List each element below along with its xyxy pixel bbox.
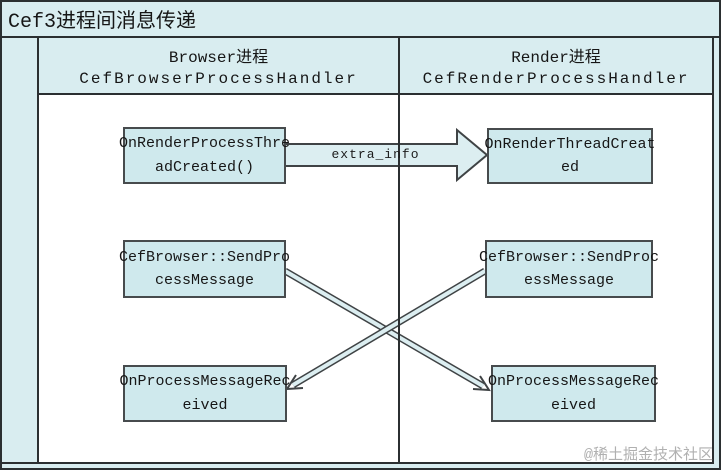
lane-header-browser: Browser进程 CefBrowserProcessHandler <box>39 38 398 93</box>
extra-info-arrow-label: extra_info <box>331 147 420 162</box>
lane-browser-name: Browser进程 <box>168 49 269 67</box>
node-render-on-process-message-received: OnProcessMessageRec eived <box>487 365 660 422</box>
lane-render-name: Render进程 <box>511 49 601 67</box>
node-label: OnProcessMessageRec eived <box>487 373 660 414</box>
arrow-browser-to-render-head <box>472 375 491 392</box>
watermark-text: @稀土掘金技术社区 <box>583 447 713 464</box>
pool-strip <box>2 38 39 462</box>
lane-render-handler: CefRenderProcessHandler <box>422 70 690 88</box>
node-browser-on-render-thread-created: OnRenderProcessThre adCreated() <box>119 127 290 184</box>
lane-browser-handler: CefBrowserProcessHandler <box>79 70 358 88</box>
node-browser-send-process-message: CefBrowser::SendPro cessMessage <box>119 240 290 298</box>
node-render-on-render-thread-created: OnRenderThreadCreat ed <box>484 128 656 184</box>
node-label: CefBrowser::SendPro cessMessage <box>118 248 291 289</box>
node-label: OnRenderThreadCreat ed <box>484 135 656 176</box>
node-label: CefBrowser::SendProc essMessage <box>478 248 660 289</box>
node-label: OnRenderProcessThre adCreated() <box>118 135 291 176</box>
node-browser-on-process-message-received: OnProcessMessageRec eived <box>119 365 291 422</box>
arrow-render-to-browser-fill <box>291 269 487 387</box>
lane-divider-line <box>398 38 400 464</box>
diagram-title: Cef3进程间消息传递 <box>8 11 197 34</box>
arrow-render-to-browser-head <box>285 374 304 391</box>
node-label: OnProcessMessageRec eived <box>119 373 291 414</box>
diagram-title-bar: Cef3进程间消息传递 <box>2 2 719 38</box>
lane-headers: Browser进程 CefBrowserProcessHandler Rende… <box>39 38 712 95</box>
lane-header-render: Render进程 CefRenderProcessHandler <box>400 38 712 93</box>
extra-info-arrow <box>284 127 489 183</box>
node-render-send-process-message: CefBrowser::SendProc essMessage <box>479 240 659 298</box>
